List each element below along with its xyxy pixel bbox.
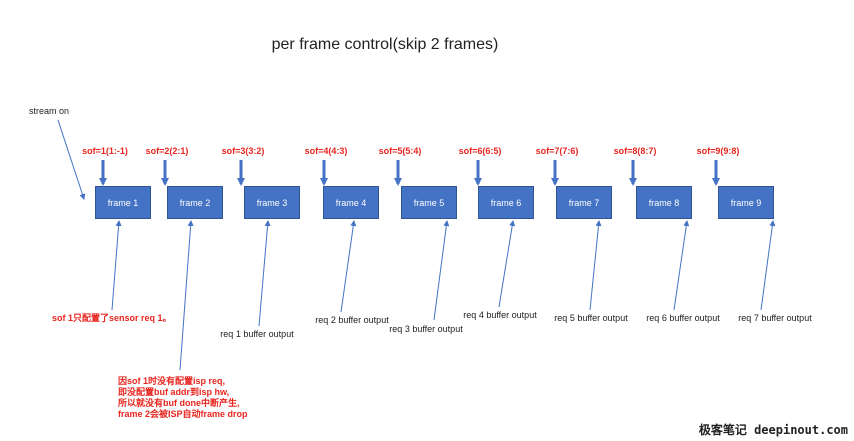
output-arrow bbox=[498, 220, 516, 308]
output-arrow bbox=[111, 220, 122, 311]
sof-label: sof=9(9:8) bbox=[696, 146, 740, 156]
frame-box: frame 6 bbox=[478, 186, 534, 219]
note-line: 所以就没有buf done中断产生, bbox=[118, 398, 240, 408]
note-sof1: sof 1只配置了sensor req 1。 bbox=[52, 313, 172, 323]
sof-label: sof=3(3:2) bbox=[221, 146, 265, 156]
req-buffer-label: req 2 buffer output bbox=[315, 315, 389, 325]
req-buffer-label: req 5 buffer output bbox=[554, 313, 628, 323]
frame-box: frame 4 bbox=[323, 186, 379, 219]
sof-label: sof=6(6:5) bbox=[458, 146, 502, 156]
req-buffer-label: req 4 buffer output bbox=[463, 310, 537, 320]
req-buffer-label: req 1 buffer output bbox=[220, 329, 294, 339]
output-arrow bbox=[589, 220, 602, 311]
watermark: 极客笔记 deepinout.com bbox=[698, 423, 848, 437]
sof-label: sof=7(7:6) bbox=[535, 146, 579, 156]
output-arrow bbox=[340, 220, 357, 313]
frame-box: frame 5 bbox=[401, 186, 457, 219]
output-arrow bbox=[179, 220, 194, 371]
diagram-title: per frame control(skip 2 frames) bbox=[271, 36, 499, 53]
frame-box: frame 7 bbox=[556, 186, 612, 219]
output-arrow bbox=[433, 220, 450, 321]
output-arrow bbox=[760, 220, 776, 311]
sof-label: sof=5(5:4) bbox=[378, 146, 422, 156]
frame-box: frame 3 bbox=[244, 186, 300, 219]
frame-box: frame 2 bbox=[167, 186, 223, 219]
frame-box: frame 1 bbox=[95, 186, 151, 219]
output-arrow bbox=[258, 220, 271, 327]
req-buffer-label: req 6 buffer output bbox=[646, 313, 720, 323]
note-line: 因sof 1时没有配置isp req, bbox=[118, 376, 226, 386]
stream-on-arrow bbox=[57, 119, 86, 200]
note-line: 即没配置buf addr到isp hw, bbox=[118, 387, 230, 397]
frame-box: frame 9 bbox=[718, 186, 774, 219]
sof-label: sof=4(4:3) bbox=[304, 146, 348, 156]
stream-on-label: stream on bbox=[29, 106, 70, 116]
output-arrow bbox=[673, 220, 690, 311]
req-buffer-label: req 7 buffer output bbox=[738, 313, 812, 323]
req-buffer-label: req 3 buffer output bbox=[389, 324, 463, 334]
sof-label: sof=2(2:1) bbox=[145, 146, 189, 156]
frame-box: frame 8 bbox=[636, 186, 692, 219]
note-frame-drop: 因sof 1时没有配置isp req, 即没配置buf addr到isp hw,… bbox=[118, 376, 248, 420]
note-line: frame 2会被ISP自动frame drop bbox=[118, 409, 248, 419]
sof-label: sof=1(1:-1) bbox=[82, 146, 128, 156]
sof-label: sof=8(8:7) bbox=[613, 146, 657, 156]
